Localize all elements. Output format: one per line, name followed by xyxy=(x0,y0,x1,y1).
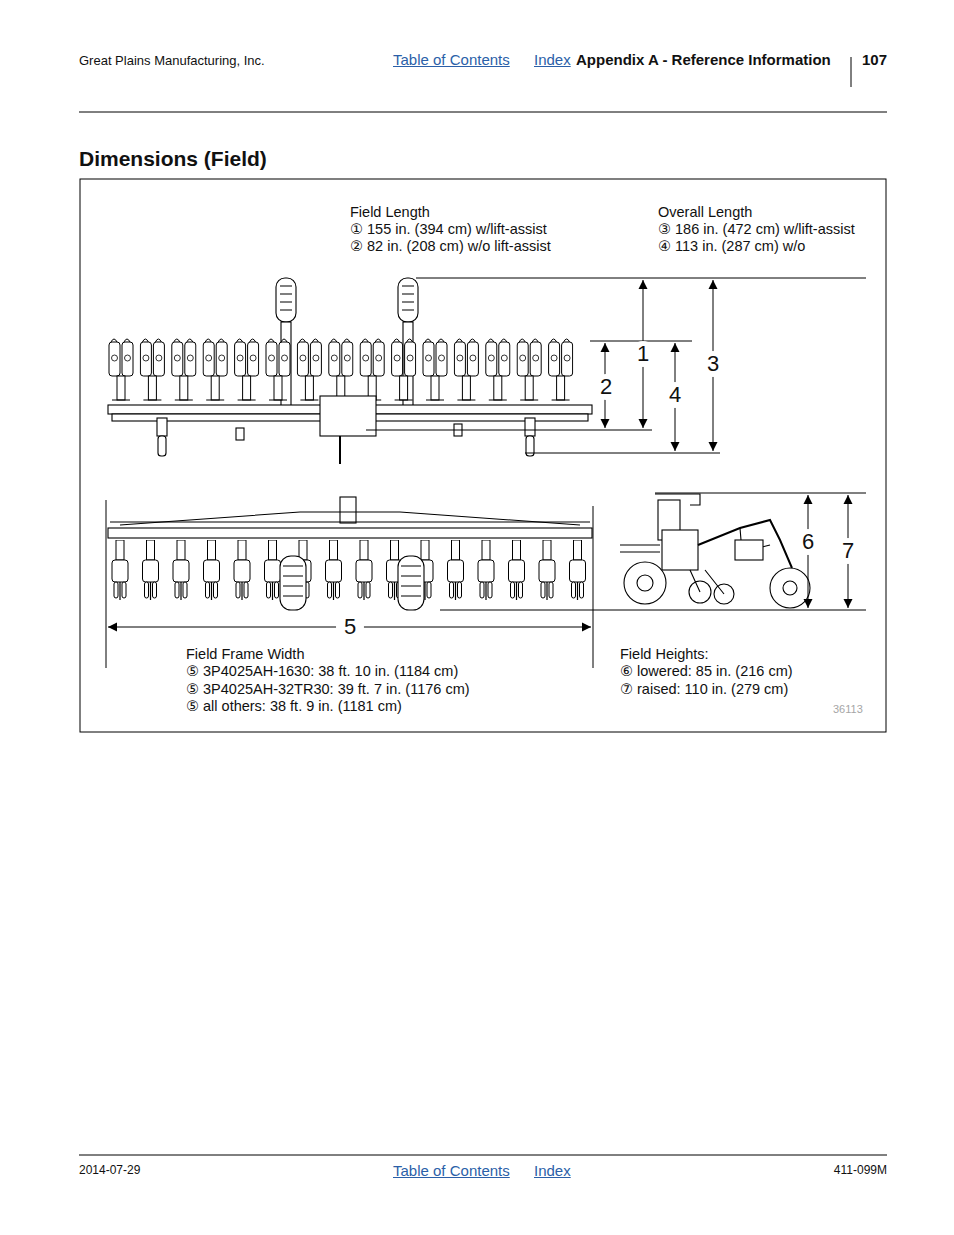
row-unit xyxy=(329,339,353,400)
row-unit xyxy=(356,540,372,600)
row-unit xyxy=(448,540,464,600)
planter-top-view xyxy=(108,278,592,464)
header-rule xyxy=(79,112,887,113)
row-unit xyxy=(204,540,220,600)
dimension-heading: Field Frame Width xyxy=(186,646,304,663)
row-unit xyxy=(478,540,494,600)
index-link: Index xyxy=(534,1162,571,1179)
row-unit xyxy=(266,339,290,400)
row-unit xyxy=(360,339,384,400)
row-unit xyxy=(112,540,128,600)
toc-link: Table of Contents xyxy=(393,1162,510,1179)
header-divider xyxy=(851,57,852,87)
dimension-value: ④ 113 in. (287 cm) w/o xyxy=(658,238,805,255)
row-unit xyxy=(517,339,541,400)
row-unit xyxy=(509,540,525,600)
figure-frame xyxy=(80,179,886,732)
row-unit xyxy=(140,339,164,400)
dimension-heading: Overall Length xyxy=(658,204,752,221)
row-unit xyxy=(486,339,510,400)
row-unit xyxy=(423,339,447,400)
footer-rule xyxy=(79,1155,887,1156)
row-unit xyxy=(297,339,321,400)
row-unit xyxy=(203,339,227,400)
row-unit xyxy=(109,339,133,400)
callout-number: 1 xyxy=(637,341,649,366)
callout-number: 4 xyxy=(669,382,681,407)
row-unit xyxy=(570,540,586,600)
planter-rear-view xyxy=(108,497,592,610)
dimension-value: ⑦ raised: 110 in. (279 cm) xyxy=(620,681,788,698)
dimension-heading: Field Length xyxy=(350,204,430,221)
row-unit xyxy=(326,540,342,600)
company-name: Great Plains Manufacturing, Inc. xyxy=(79,54,265,69)
document-number: 411-099M xyxy=(834,1164,887,1178)
row-unit xyxy=(392,339,416,400)
callout-number: 5 xyxy=(344,614,356,639)
figure-number: 36113 xyxy=(833,703,863,716)
height-dimensions xyxy=(440,493,866,610)
section-name: Appendix A - Reference Information xyxy=(576,51,831,68)
row-unit xyxy=(454,339,478,400)
dimension-heading: Field Heights: xyxy=(620,646,709,663)
dimension-value: ⑤ 3P4025AH-32TR30: 39 ft. 7 in. (1176 cm… xyxy=(186,681,470,698)
dimension-value: ① 155 in. (394 cm) w/lift-assist xyxy=(350,221,547,238)
row-unit xyxy=(143,540,159,600)
row-unit xyxy=(235,339,259,400)
revision-date: 2014-07-29 xyxy=(79,1164,140,1178)
length-dimensions xyxy=(366,278,866,453)
width-dimension xyxy=(106,500,593,668)
callout-number: 2 xyxy=(600,374,612,399)
row-unit xyxy=(549,339,573,400)
dimension-value: ⑤ all others: 38 ft. 9 in. (1181 cm) xyxy=(186,698,402,715)
dimension-value: ③ 186 in. (472 cm) w/lift-assist xyxy=(658,221,855,238)
row-unit xyxy=(234,540,250,600)
dimension-value: ② 82 in. (208 cm) w/o lift-assist xyxy=(350,238,551,255)
page-number: 107 xyxy=(862,51,887,68)
section-title: Dimensions (Field) xyxy=(79,147,267,171)
index-link: Index xyxy=(534,51,571,68)
row-unit xyxy=(265,540,281,600)
callout-number: 3 xyxy=(707,351,719,376)
planter-side-view xyxy=(620,494,810,608)
dimension-value: ⑥ lowered: 85 in. (216 cm) xyxy=(620,663,793,680)
callout-number: 7 xyxy=(842,538,854,563)
toc-link: Table of Contents xyxy=(393,51,510,68)
row-unit xyxy=(173,540,189,600)
row-unit xyxy=(172,339,196,400)
row-unit xyxy=(539,540,555,600)
dimension-value: ⑤ 3P4025AH-1630: 38 ft. 10 in. (1184 cm) xyxy=(186,663,458,680)
callout-number: 6 xyxy=(802,529,814,554)
